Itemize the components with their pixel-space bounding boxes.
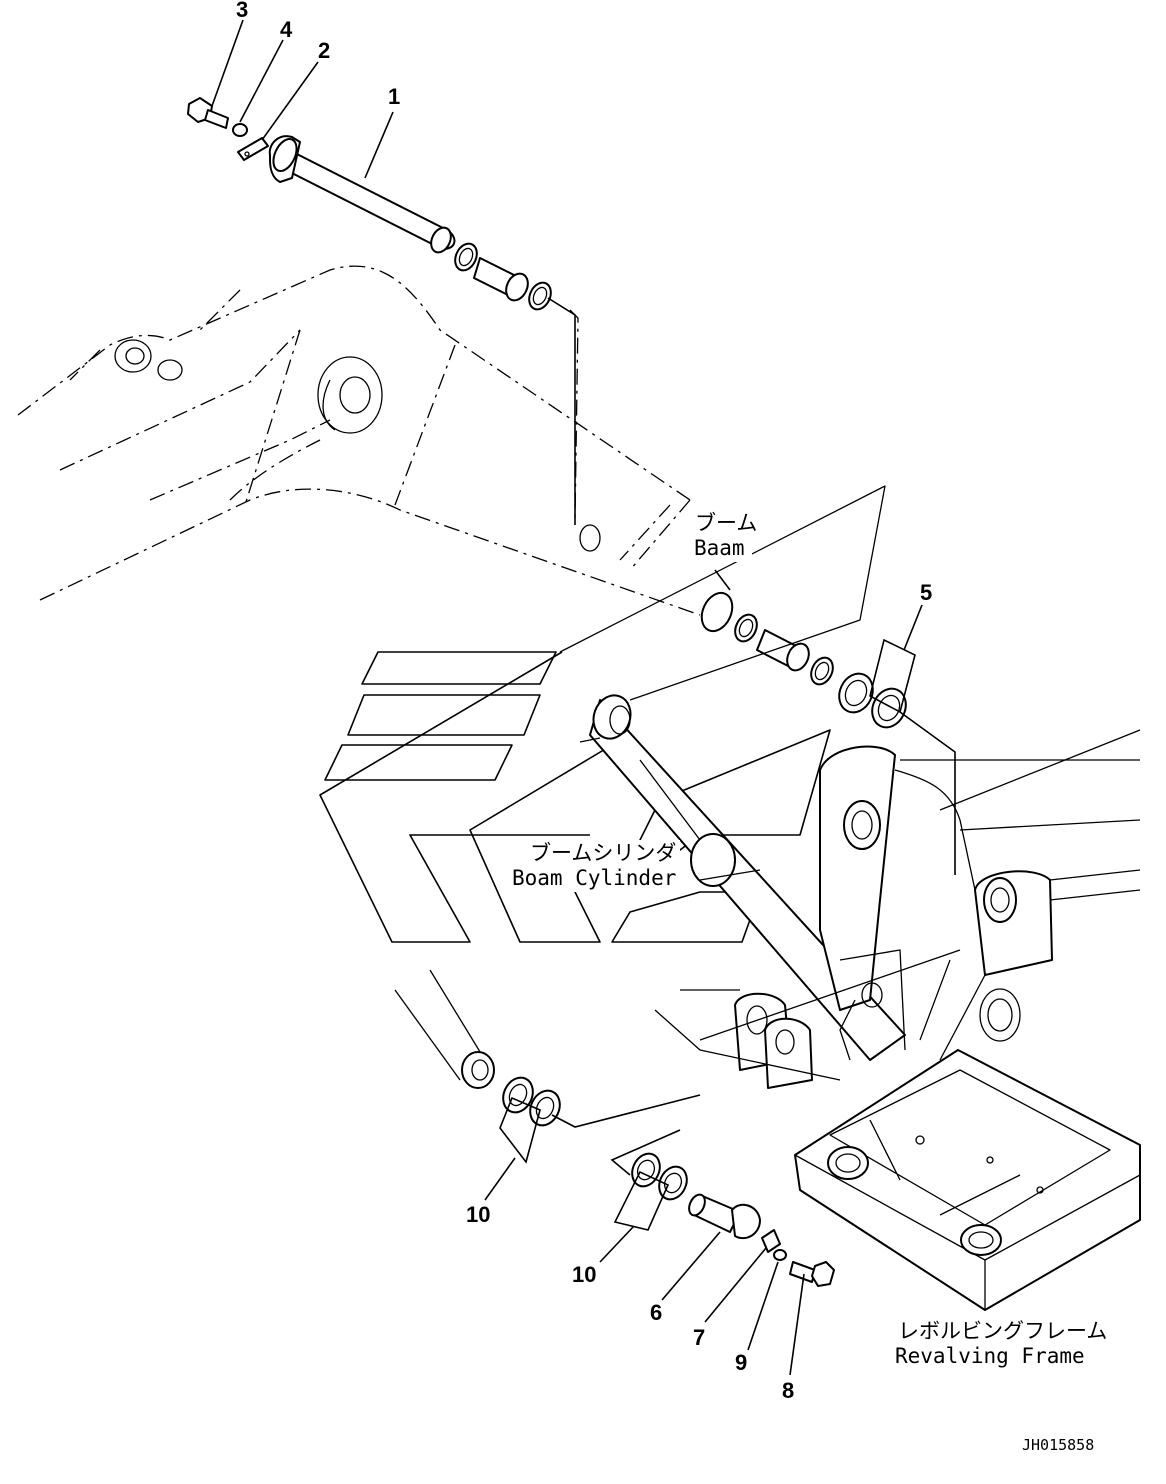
label-cylinder-jp: ブームシリンダ xyxy=(530,841,676,865)
callout-4: 4 xyxy=(280,17,293,42)
callout-10-right: 10 xyxy=(572,1262,596,1287)
callout-5: 5 xyxy=(920,580,932,605)
boom-cylinder xyxy=(394,485,906,1089)
document-id: JH015858 xyxy=(1022,1436,1094,1454)
callouts: 3 4 2 1 5 10 10 6 7 9 8 xyxy=(236,0,932,1403)
callout-1: 1 xyxy=(388,84,400,109)
label-boom-en: Baam xyxy=(694,536,745,560)
leader-lines xyxy=(211,19,956,1376)
callout-9: 9 xyxy=(735,1350,747,1375)
label-cylinder-en: Boam Cylinder xyxy=(512,866,676,890)
label-frame-en: Revalving Frame xyxy=(895,1344,1085,1368)
revolving-frame xyxy=(654,729,1141,1311)
label-frame-jp: レボルビングフレーム xyxy=(898,1319,1107,1343)
callout-2: 2 xyxy=(318,38,330,63)
pin-1-assembly xyxy=(187,97,552,311)
callout-6: 6 xyxy=(650,1300,662,1325)
callout-7: 7 xyxy=(693,1325,705,1350)
label-boom-jp: ブーム xyxy=(695,511,757,535)
callout-8: 8 xyxy=(782,1378,794,1403)
callout-10-left: 10 xyxy=(466,1202,490,1227)
boom-outline xyxy=(17,265,701,616)
part-labels: ブーム Baam ブームシリンダ Boam Cylinder レボルビングフレー… xyxy=(510,510,1107,1454)
boom-foot-bushings xyxy=(700,591,907,729)
pin-6-assembly xyxy=(502,1076,835,1287)
callout-3: 3 xyxy=(236,0,248,22)
